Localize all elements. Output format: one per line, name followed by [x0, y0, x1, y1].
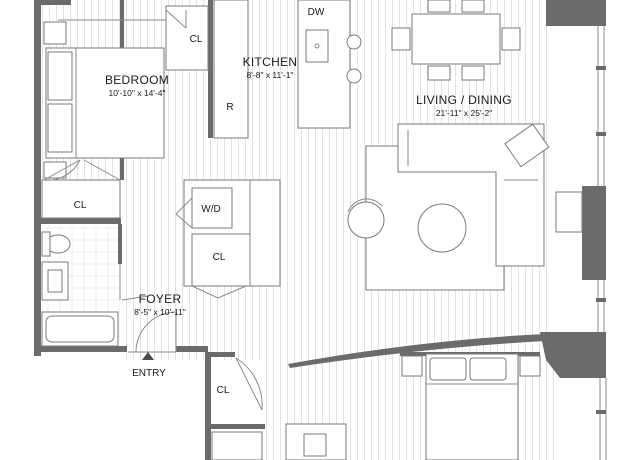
kitchen-dims: 8'-8" x 11'-1" [247, 70, 294, 80]
foyer-wall [176, 346, 208, 352]
bedroom-closet-label: CL [74, 200, 87, 211]
island [297, 0, 351, 129]
closet-lower-top [205, 352, 235, 357]
living-furniture [347, 123, 583, 291]
nightstand-top [43, 21, 67, 45]
dining-set [391, 0, 521, 81]
accent-chair [347, 201, 385, 239]
sectional-sofa [397, 123, 545, 267]
bedroom-top-wall [41, 0, 71, 5]
dishwasher-label: DW [308, 7, 325, 18]
bedroom-dims: 10'-10" x 14'-4" [108, 88, 165, 98]
bath-bottom-wall [41, 346, 127, 352]
foyer-name: FOYER [139, 292, 182, 306]
bed-pillow-top [47, 51, 73, 101]
washer-dryer [191, 187, 233, 229]
sink [305, 29, 329, 63]
foyer-closet-label: CL [213, 252, 226, 263]
lounge-chair [504, 123, 550, 168]
foyer-closet [191, 233, 251, 287]
refrigerator-label: R [226, 102, 233, 113]
closet-lower-bottom [205, 424, 265, 429]
bed-pillow-bottom [47, 103, 73, 153]
curved-partition [288, 334, 545, 368]
west-wall [34, 0, 41, 356]
dining-table [411, 13, 501, 65]
east-pillar [582, 186, 606, 280]
bedroom-name: BEDROOM [105, 73, 169, 87]
entry-arrow-icon [142, 352, 154, 360]
entry-door [128, 311, 177, 360]
washer-dryer-label: W/D [201, 204, 220, 215]
lower-closet-label: CL [217, 385, 230, 396]
bedroom-closet [41, 179, 121, 219]
kitchen-closet-label: CL [190, 34, 203, 45]
nightstand-bottom [43, 161, 67, 179]
room-labels: BEDROOM 10'-10" x 14'-4" KITCHEN 8'-8" x… [74, 7, 512, 396]
kitchen-west-wall [208, 0, 213, 138]
north-corner-block [546, 0, 606, 26]
entry-label: ENTRY [132, 368, 166, 379]
se-wall-block [540, 332, 606, 378]
console [555, 191, 583, 233]
living-dining-name: LIVING / DINING [416, 93, 512, 107]
coffee-table [417, 203, 467, 253]
stool-1 [346, 34, 362, 50]
living-dining-dims: 21'-11" x 25'-2" [436, 108, 492, 118]
kitchen-name: KITCHEN [243, 55, 298, 69]
foyer-dims: 8'-5" x 10'-11" [134, 307, 186, 317]
bath-east-wall [118, 224, 122, 264]
bathroom [41, 231, 149, 347]
lower-fixtures [211, 353, 541, 460]
counter-left [213, 0, 249, 139]
closet-lower-west [205, 352, 211, 460]
bedroom-furniture [41, 19, 177, 219]
east-windows [596, 26, 607, 460]
bedroom-south-wall [41, 218, 121, 224]
kitchen-fixtures [165, 0, 362, 139]
stool-2 [346, 68, 362, 84]
laundry-closet [175, 179, 281, 299]
